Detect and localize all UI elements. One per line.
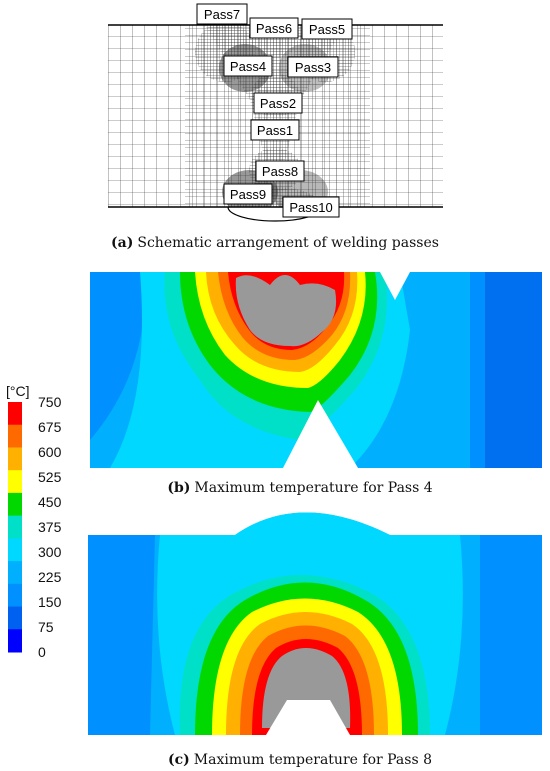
svg-text:Pass8: Pass8	[262, 164, 298, 179]
legend-tick-label: 300	[38, 544, 62, 560]
legend-tick-label: 225	[38, 569, 62, 585]
panel-a-mesh	[108, 25, 443, 207]
pass-label-7: Pass7	[196, 3, 248, 25]
svg-text:Pass7: Pass7	[204, 7, 240, 22]
legend-tick-label: 675	[38, 419, 62, 435]
pass-label-2: Pass2	[253, 92, 303, 114]
svg-text:Pass10: Pass10	[289, 200, 332, 215]
pass-label-4: Pass4	[223, 55, 273, 77]
svg-text:Pass2: Pass2	[260, 96, 296, 111]
svg-text:Pass9: Pass9	[230, 187, 266, 202]
pass-label-10: Pass10	[282, 196, 340, 218]
pass-label-5: Pass5	[301, 18, 353, 40]
caption-b: (b)Maximum temperature for Pass 4	[167, 480, 432, 496]
svg-text:Pass1: Pass1	[257, 123, 293, 138]
pass-label-8: Pass8	[255, 160, 305, 182]
legend-unit: [°C]	[6, 383, 30, 399]
pass-label-6: Pass6	[249, 17, 299, 39]
caption-a: (a)Schematic arrangement of welding pass…	[111, 235, 439, 251]
pass-label-9: Pass9	[223, 183, 273, 205]
legend-color-band	[8, 470, 22, 494]
legend-tick-label: 450	[38, 494, 62, 510]
panel-c-contour	[88, 512, 542, 735]
legend-color-band	[8, 561, 22, 585]
legend-color-band	[8, 447, 22, 471]
legend-color-band	[8, 538, 22, 562]
legend-tick-label: 75	[38, 619, 54, 635]
legend-color-band	[8, 402, 22, 426]
legend-color-band	[8, 583, 22, 608]
legend-color-band	[8, 424, 22, 448]
svg-text:Pass4: Pass4	[230, 59, 266, 74]
legend-tick-label: 600	[38, 444, 62, 460]
legend-color-band	[8, 515, 22, 539]
legend-tick-label: 150	[38, 594, 62, 610]
legend-color-band	[8, 629, 22, 653]
legend-tick-label: 0	[38, 644, 46, 660]
legend-color-band	[8, 492, 22, 517]
legend-tick-label: 375	[38, 519, 62, 535]
pass-label-1: Pass1	[250, 119, 300, 141]
legend-colorbar	[8, 402, 22, 653]
svg-text:Pass6: Pass6	[256, 21, 292, 36]
svg-text:Pass3: Pass3	[295, 60, 331, 75]
legend-tick-label: 525	[38, 469, 62, 485]
pass-labels: Pass7 Pass6 Pass5 Pass4 Pass3 Pass2 Pass…	[196, 3, 353, 218]
legend-color-band	[8, 606, 22, 630]
panel-b-contour	[90, 272, 542, 468]
caption-c: (c)Maximum temperature for Pass 8	[168, 752, 432, 768]
pass-label-3: Pass3	[287, 56, 339, 78]
legend-tick-label: 750	[38, 394, 62, 410]
svg-text:Pass5: Pass5	[309, 22, 345, 37]
